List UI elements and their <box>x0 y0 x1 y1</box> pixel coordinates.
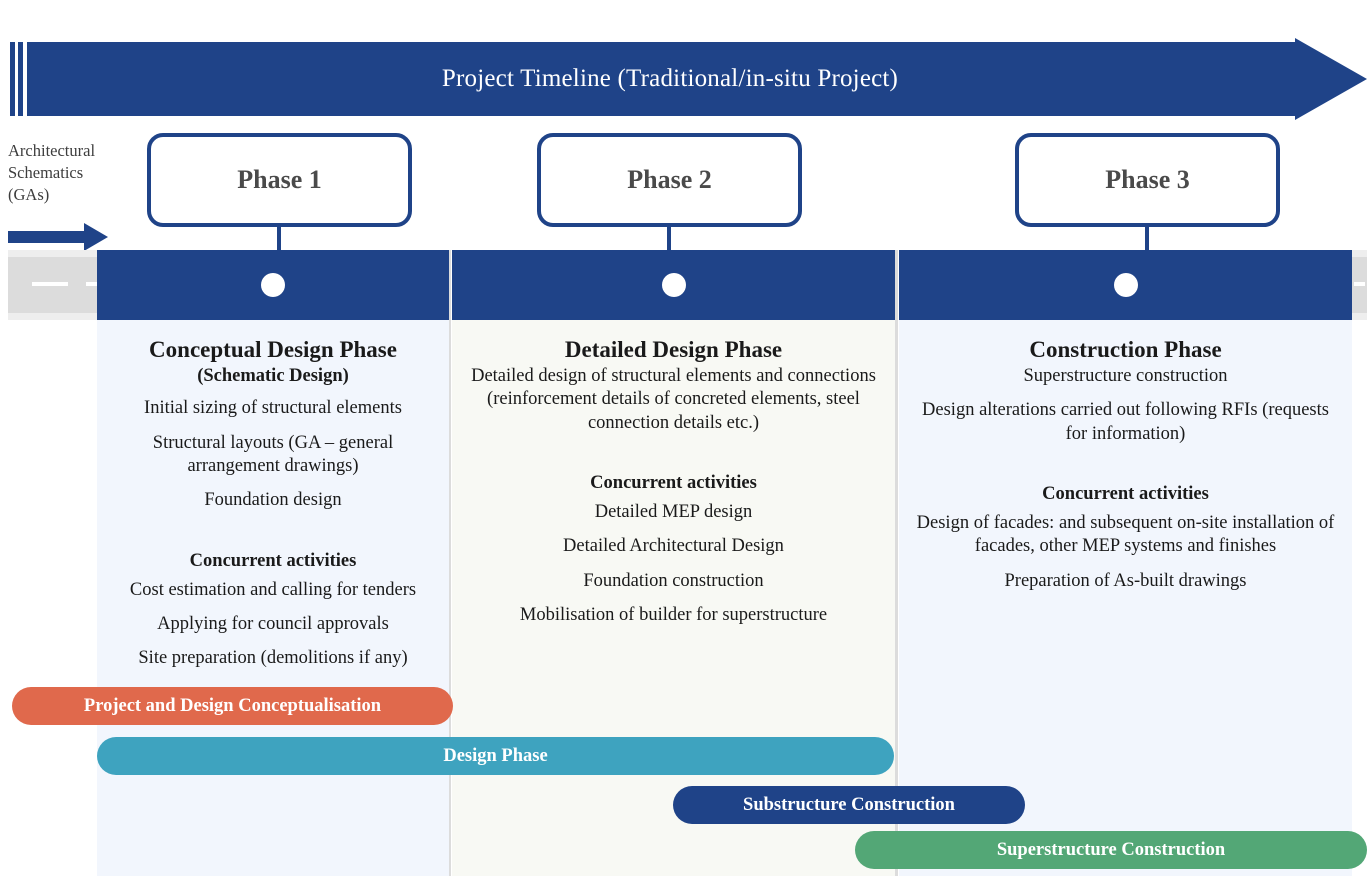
pill-design-phase[interactable]: Design Phase <box>97 737 894 775</box>
left-stub-dash-secondary <box>86 282 100 286</box>
column-2-concurrent-line-2: Detailed Architectural Design <box>563 536 784 557</box>
arch-label-line-1: Architectural <box>8 141 96 160</box>
arch-label-line-2: Schematics <box>8 162 84 182</box>
column-2-body: Detailed Design Phase Detailed design of… <box>452 320 895 876</box>
column-2-header-band <box>452 250 895 320</box>
column-1-concurrent-line-1: Cost estimation and calling for tenders <box>129 579 417 600</box>
column-2-spacer <box>462 446 885 472</box>
column-3-spacer <box>909 457 1342 483</box>
column-3-title: Construction Phase <box>1029 337 1222 362</box>
column-3-line-2: Design alterations carried out following… <box>922 400 1329 444</box>
column-2-line-1: Detailed design of structural elements a… <box>471 366 876 433</box>
column-divider-2 <box>894 250 898 876</box>
column-3-line-1: Superstructure construction <box>1023 366 1228 387</box>
column-1-line-2: Structural layouts (GA – general arrange… <box>152 432 394 476</box>
column-1-concurrent-heading: Concurrent activities <box>189 550 357 571</box>
project-timeline-arrow <box>10 38 1367 120</box>
column-3-concurrent-line-2: Preparation of As-built drawings <box>1004 570 1247 591</box>
column-1-subtitle: (Schematic Design) <box>197 366 349 387</box>
column-conceptual-design: Conceptual Design Phase (Schematic Desig… <box>97 250 449 876</box>
phase-3-connector <box>1145 227 1149 253</box>
phase-1-connector <box>277 227 281 253</box>
left-stub-dash <box>32 282 68 286</box>
phase-2-box[interactable]: Phase 2 <box>537 133 802 227</box>
column-3-header-band <box>899 250 1352 320</box>
left-grey-stub <box>8 250 100 320</box>
pill-4-label: Superstructure Construction <box>996 839 1226 860</box>
right-stub-top-strip <box>1352 250 1367 257</box>
column-1-line-1: Initial sizing of structural elements <box>144 398 402 419</box>
architectural-schematics-arrow-icon <box>8 222 108 252</box>
column-1-title: Conceptual Design Phase <box>149 337 397 362</box>
column-detailed-design: Detailed Design Phase Detailed design of… <box>452 250 895 876</box>
column-3-concurrent-line-1: Design of facades: and subsequent on-sit… <box>916 513 1335 557</box>
column-1-body: Conceptual Design Phase (Schematic Desig… <box>97 320 449 876</box>
pill-substructure-construction[interactable]: Substructure Construction <box>673 786 1025 824</box>
small-arrow-shape <box>8 223 108 251</box>
column-2-concurrent-line-1: Detailed MEP design <box>594 502 753 523</box>
column-1-concurrent-line-2: Applying for council approvals <box>157 613 389 634</box>
timeline-arrow-shape <box>10 38 1367 120</box>
column-2-concurrent-heading: Concurrent activities <box>590 473 757 494</box>
pill-2-label: Design Phase <box>443 745 548 766</box>
column-2-concurrent-line-4: Mobilisation of builder for superstructu… <box>519 605 828 626</box>
column-3-concurrent-heading: Concurrent activities <box>1042 484 1209 505</box>
column-divider-1 <box>447 250 451 876</box>
phase-3-milestone-dot-icon <box>1113 273 1138 297</box>
architectural-schematics-label: Architectural Schematics (GAs) <box>8 140 138 205</box>
left-stub-top-strip <box>8 250 97 257</box>
column-1-header-band <box>97 250 449 320</box>
column-3-body: Construction Phase Superstructure constr… <box>899 320 1352 876</box>
right-grey-stub <box>1352 250 1367 320</box>
column-1-spacer <box>107 524 439 550</box>
column-construction: Construction Phase Superstructure constr… <box>899 250 1352 876</box>
column-1-line-3: Foundation design <box>204 490 342 511</box>
right-stub-bottom-strip <box>1352 313 1367 320</box>
page-title: Project Timeline (Traditional/in-situ Pr… <box>441 65 899 92</box>
pill-3-label: Substructure Construction <box>743 794 955 815</box>
column-1-concurrent-line-3: Site preparation (demolitions if any) <box>138 648 408 669</box>
column-2-title: Detailed Design Phase <box>564 337 783 362</box>
phase-1-milestone-dot-icon <box>261 273 285 297</box>
phase-3-label: Phase 3 <box>1105 165 1190 194</box>
phase-1-box[interactable]: Phase 1 <box>147 133 412 227</box>
phase-2-connector <box>667 227 671 253</box>
arch-label-line-3: (GAs) <box>8 184 50 204</box>
phase-3-box[interactable]: Phase 3 <box>1015 133 1280 227</box>
pill-1-label: Project and Design Conceptualisation <box>83 695 382 716</box>
left-stub-bottom-strip <box>8 313 97 320</box>
right-stub-dash <box>1354 282 1365 286</box>
phase-1-label: Phase 1 <box>237 165 322 194</box>
pill-superstructure-construction[interactable]: Superstructure Construction <box>855 831 1367 869</box>
phase-2-label: Phase 2 <box>627 165 712 194</box>
phase-2-milestone-dot-icon <box>661 273 686 297</box>
column-2-concurrent-line-3: Foundation construction <box>583 570 764 591</box>
pill-project-and-design-conceptualisation[interactable]: Project and Design Conceptualisation <box>12 687 453 725</box>
